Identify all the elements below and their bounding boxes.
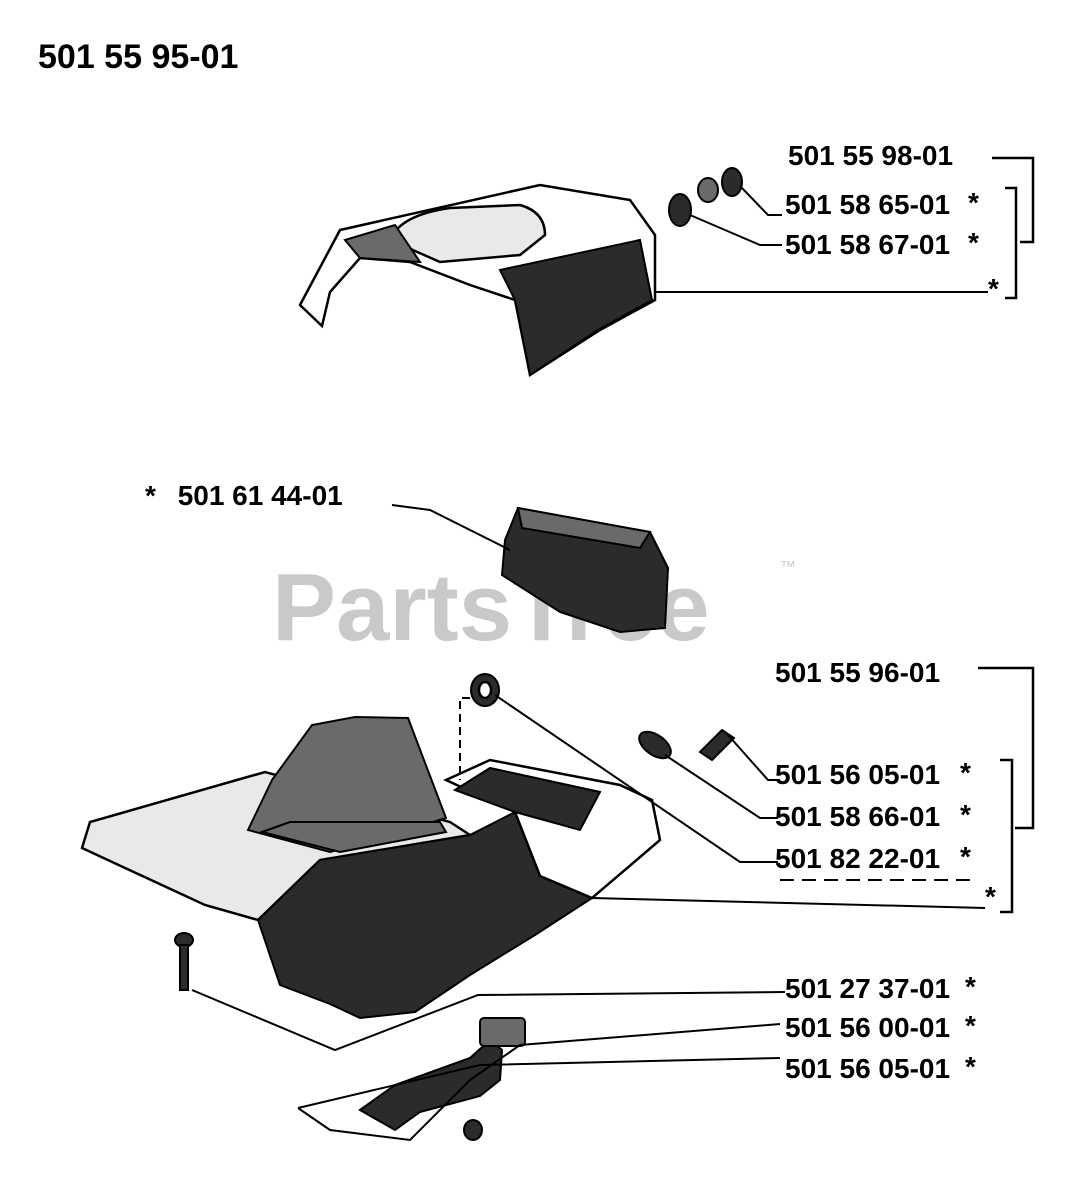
asterisk-top-part-2: * — [968, 227, 979, 258]
asterisk-top-cover: * — [988, 273, 999, 304]
bracket-top-assembly — [992, 156, 1035, 244]
asterisk-bottom-part-2: * — [960, 799, 971, 830]
choke-knob[interactable] — [635, 726, 736, 763]
callout-bracket: 501 56 00-01 — [785, 1012, 950, 1043]
asterisk-bottom-part-1: * — [960, 757, 971, 788]
asterisk-cover: * — [145, 480, 156, 511]
asterisk-bracket: * — [965, 1010, 976, 1041]
leader-housing — [591, 897, 986, 909]
callout-top-assembly: 501 55 98-01 — [788, 140, 953, 171]
leader-screw — [191, 989, 786, 1052]
callout-top-part-1: 501 58 65-01 — [785, 189, 950, 220]
bracket-top-parts — [1005, 186, 1018, 300]
leader-bracket — [297, 1023, 781, 1142]
leader-grommet-dash — [459, 697, 470, 780]
callout-cover: * 501 61 44-01 — [145, 480, 343, 511]
callout-bottom-part-1: 501 56 05-01 — [775, 759, 940, 790]
callout-bracket-screw: 501 56 05-01 — [785, 1053, 950, 1084]
asterisk-screw: * — [965, 971, 976, 1002]
top-cylinder-cover[interactable] — [298, 183, 657, 378]
callout-bottom-assembly: 501 55 96-01 — [775, 657, 940, 688]
handle-bracket[interactable] — [358, 1017, 526, 1141]
air-filter-cover[interactable] — [500, 506, 670, 634]
asterisk-bottom-part-3: * — [960, 841, 971, 872]
leader-bottom-part-2 — [664, 754, 778, 819]
leader-bottom-part-1 — [727, 734, 778, 781]
housing-grommet[interactable] — [470, 673, 500, 707]
bracket-bottom-assembly — [978, 666, 1035, 830]
leader-top-part-1 — [741, 187, 782, 216]
housing-screw[interactable] — [174, 932, 194, 991]
main-housing[interactable] — [80, 715, 662, 1020]
diagram-title: 501 55 95-01 — [38, 38, 238, 76]
callout-bottom-part-3: 501 82 22-01 — [775, 843, 940, 874]
leader-cover — [391, 504, 511, 551]
leader-top-part-2 — [689, 214, 782, 246]
watermark-trademark: ™ — [780, 559, 796, 576]
callout-top-part-2: 501 58 67-01 — [785, 229, 950, 260]
leader-bracket-screw — [297, 1057, 781, 1109]
bracket-bottom-parts — [1000, 758, 1014, 914]
callout-cover-number: 501 61 44-01 — [178, 480, 343, 511]
asterisk-housing: * — [985, 881, 996, 912]
leader-bottom-part-3 — [494, 694, 778, 863]
asterisk-bracket-screw: * — [965, 1051, 976, 1082]
callout-bottom-part-2: 501 58 66-01 — [775, 801, 940, 832]
top-nuts[interactable] — [668, 167, 743, 227]
asterisk-top-part-1: * — [968, 187, 979, 218]
callout-screw: 501 27 37-01 — [785, 973, 950, 1004]
